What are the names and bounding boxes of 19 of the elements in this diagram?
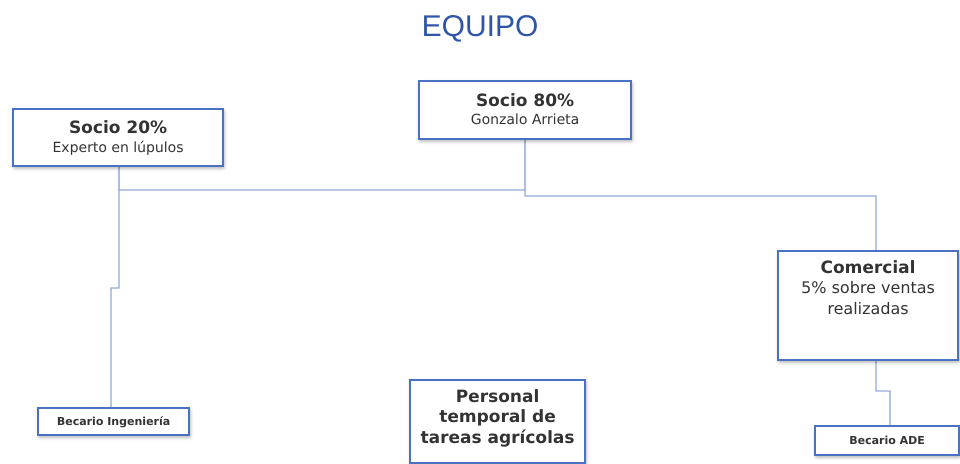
role-title: Comercial xyxy=(820,258,916,278)
role-title: Socio 20% xyxy=(68,118,168,139)
role-title: Personal temporal de tareas agrícolas xyxy=(419,387,576,448)
role-title: Socio 80% xyxy=(476,90,574,112)
role-title: Becario Ingeniería xyxy=(56,414,170,428)
role-box xyxy=(777,250,959,361)
role-box xyxy=(418,80,632,140)
role-description: Gonzalo Arrieta xyxy=(470,111,580,130)
role-title: Becario ADE xyxy=(849,434,925,448)
role-box xyxy=(814,425,960,456)
role-box xyxy=(12,108,224,167)
role-description: 5% sobre ventas realizadas xyxy=(800,278,936,320)
connector-line xyxy=(110,167,120,407)
role-box xyxy=(37,407,190,436)
role-description: Experto en lúpulos xyxy=(52,138,184,157)
connector-line xyxy=(524,140,877,250)
connector-line xyxy=(875,361,891,425)
role-box xyxy=(409,379,586,464)
diagram-title: EQUIPO xyxy=(420,10,540,44)
